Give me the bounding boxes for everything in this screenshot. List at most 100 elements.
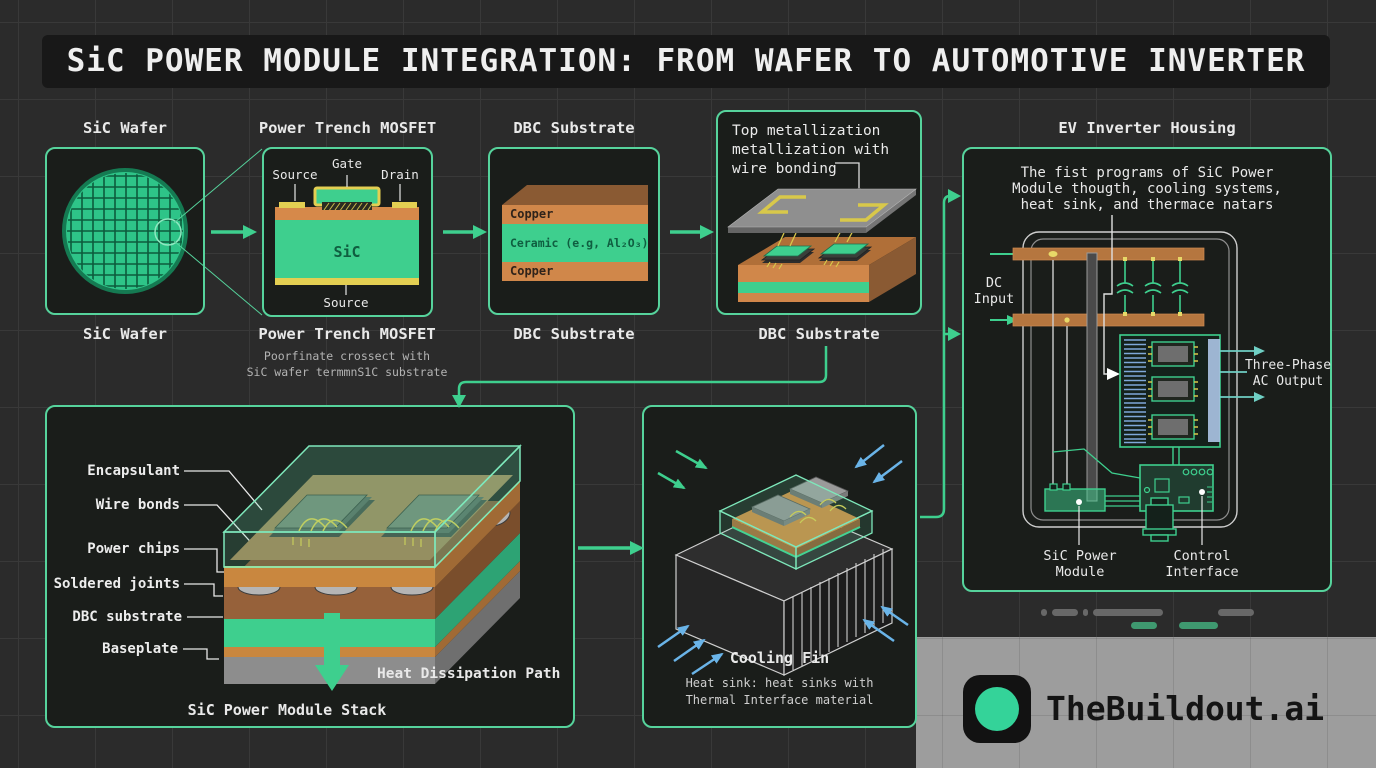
module-label-dot xyxy=(1076,499,1082,505)
stack-label-power-chips: Power chips xyxy=(87,541,180,557)
mosfet-gate-hatch xyxy=(323,202,373,211)
power-chip-right xyxy=(381,494,487,547)
signal-wire xyxy=(1052,448,1141,479)
inverter-schematic xyxy=(990,215,1265,545)
cooling-caption: Cooling Fin xyxy=(729,649,830,667)
mosfet-drain-contact xyxy=(392,202,417,208)
module-bond-wires xyxy=(789,498,847,524)
wafer-panel-title: SiC Wafer xyxy=(83,119,167,137)
inverter-description-line3: heat sink, and thermace natars xyxy=(1020,197,1274,213)
inverter-description-line2: Module thougth, cooling systems, xyxy=(1012,181,1282,197)
heatsink-fins xyxy=(792,549,884,670)
wafer-die-grid xyxy=(67,173,183,289)
dc-link-capacitors xyxy=(1116,260,1189,314)
substrate-side-face xyxy=(869,237,916,302)
mosfet-sic-body xyxy=(275,220,419,278)
stack-label-baseplate: Baseplate xyxy=(102,641,178,657)
dbc-stack-illustration xyxy=(502,185,648,281)
dash-gray-2 xyxy=(1052,609,1078,616)
dbc-copper-top xyxy=(502,205,648,224)
dbc-copper-top-label: Copper xyxy=(510,207,554,221)
bond-wires xyxy=(777,228,855,247)
ac-output-label: Three-Phase AC Output xyxy=(1244,358,1332,389)
cooling-note-line2: Thermal Interface material xyxy=(685,693,874,707)
brand-logo-circle xyxy=(975,687,1019,731)
mosfet-top-metal-layer xyxy=(275,207,419,220)
dc-input-arrowhead xyxy=(1007,315,1018,325)
control-interface-label: Control Interface xyxy=(1165,548,1239,580)
sic-power-module-block xyxy=(1044,483,1106,512)
dbc-panel: Copper Ceramic (e.g, Al₂O₃) Copper xyxy=(488,147,660,315)
dbc-ceramic xyxy=(502,224,648,262)
stack-label-soldered-joints: Soldered joints xyxy=(53,576,180,592)
module-chip-back xyxy=(789,476,849,508)
module-stack-illustration xyxy=(183,444,522,691)
dc-busbar-positive xyxy=(1012,247,1205,261)
inverter-panel: The fist programs of SiC Power Module th… xyxy=(962,147,1332,592)
dash-green-2 xyxy=(1179,622,1218,629)
metallization-note-line1: Top metallization xyxy=(732,123,881,139)
description-leader-arrowhead xyxy=(1107,368,1120,380)
airflow-arrows-blue xyxy=(657,444,909,676)
wafer-die-highlight-circle xyxy=(154,218,182,246)
mosfet-gate-oxide xyxy=(322,202,372,210)
die-left xyxy=(760,245,816,270)
housing-outline-inner xyxy=(1030,238,1230,521)
dash-gray-1 xyxy=(1041,609,1047,616)
airflow-arrows-green xyxy=(657,449,708,490)
dash-gray-5 xyxy=(1218,609,1254,616)
brand-logo-icon xyxy=(963,675,1031,743)
conductor-bar xyxy=(1086,252,1098,502)
mosfet-source-contact xyxy=(279,202,305,208)
power-chip-left xyxy=(269,494,375,547)
stack-label-wire-bonds: Wire bonds xyxy=(95,497,180,513)
mosfet-source-top-label: Source xyxy=(272,167,318,182)
stack-label-dbc-substrate: DBC substrate xyxy=(72,609,182,625)
mosfet-note: Poorfinate crossect with SiC wafer termm… xyxy=(217,348,477,380)
dbc-caption: DBC Substrate xyxy=(513,325,635,343)
brand-name: TheBuildout.ai xyxy=(1046,689,1325,728)
sic-power-module-label: SiC Power Module xyxy=(1043,548,1117,580)
ac-output-lines xyxy=(1220,350,1254,398)
dc-input-lines xyxy=(990,253,1014,321)
power-stage-switch-chips xyxy=(1148,341,1198,440)
metallization-leader xyxy=(835,162,860,188)
control-connector xyxy=(1142,497,1177,542)
busbar-terminal-dot-top xyxy=(1048,251,1058,257)
mosfet-gate-label: Gate xyxy=(331,156,363,171)
inverter-description: The fist programs of SiC Power Module th… xyxy=(997,165,1297,213)
dc-busbar-negative xyxy=(1012,313,1205,327)
stack-panel: Encapsulant Wire bonds Power chips Solde… xyxy=(45,405,575,728)
stack-caption: SiC Power Module Stack xyxy=(187,701,387,719)
dash-gray-4 xyxy=(1093,609,1163,616)
dc-input-label: DC Input xyxy=(973,275,1015,307)
control-label-dot xyxy=(1199,489,1205,495)
mosfet-source-bottom-label: Source xyxy=(323,295,369,310)
capacitor-terminals xyxy=(1123,257,1182,316)
dbc-top-face xyxy=(502,185,648,205)
module-encapsulant xyxy=(718,474,874,571)
dbc-ceramic-label: Ceramic (e.g, Al₂O₃) xyxy=(510,236,649,250)
power-stage-heatsink-fins xyxy=(1124,339,1146,444)
module-to-pcb-traces xyxy=(1105,495,1140,507)
dash-green-1 xyxy=(1131,622,1157,629)
mosfet-cross-section xyxy=(275,175,419,295)
encapsulant-box xyxy=(222,444,522,569)
mosfet-panel: Source Gate Drain SiC Source xyxy=(262,147,433,317)
ac-arrowhead-1 xyxy=(1254,346,1265,356)
ac-output-busbar xyxy=(1208,339,1220,442)
brand-band xyxy=(916,637,1376,768)
cooling-note-line1: Heat sink: heat sinks with xyxy=(685,676,874,690)
metallization-caption: DBC Substrate xyxy=(758,325,880,343)
substrate-copper-front xyxy=(738,265,869,282)
wafer-illustration xyxy=(62,168,188,294)
cooling-fin-illustration xyxy=(657,444,909,676)
mosfet-caption: Power Trench MOSFET xyxy=(258,325,436,343)
metallization-note-line2: metallization with xyxy=(732,142,890,158)
ac-arrowhead-2 xyxy=(1254,392,1265,402)
description-leader xyxy=(1103,215,1113,375)
mosfet-note-line1: Poorfinate crossect with xyxy=(263,349,431,363)
mosfet-bottom-source-layer xyxy=(275,278,419,285)
wafer-caption: SiC Wafer xyxy=(83,325,167,343)
gate-drive-links xyxy=(1172,447,1180,465)
